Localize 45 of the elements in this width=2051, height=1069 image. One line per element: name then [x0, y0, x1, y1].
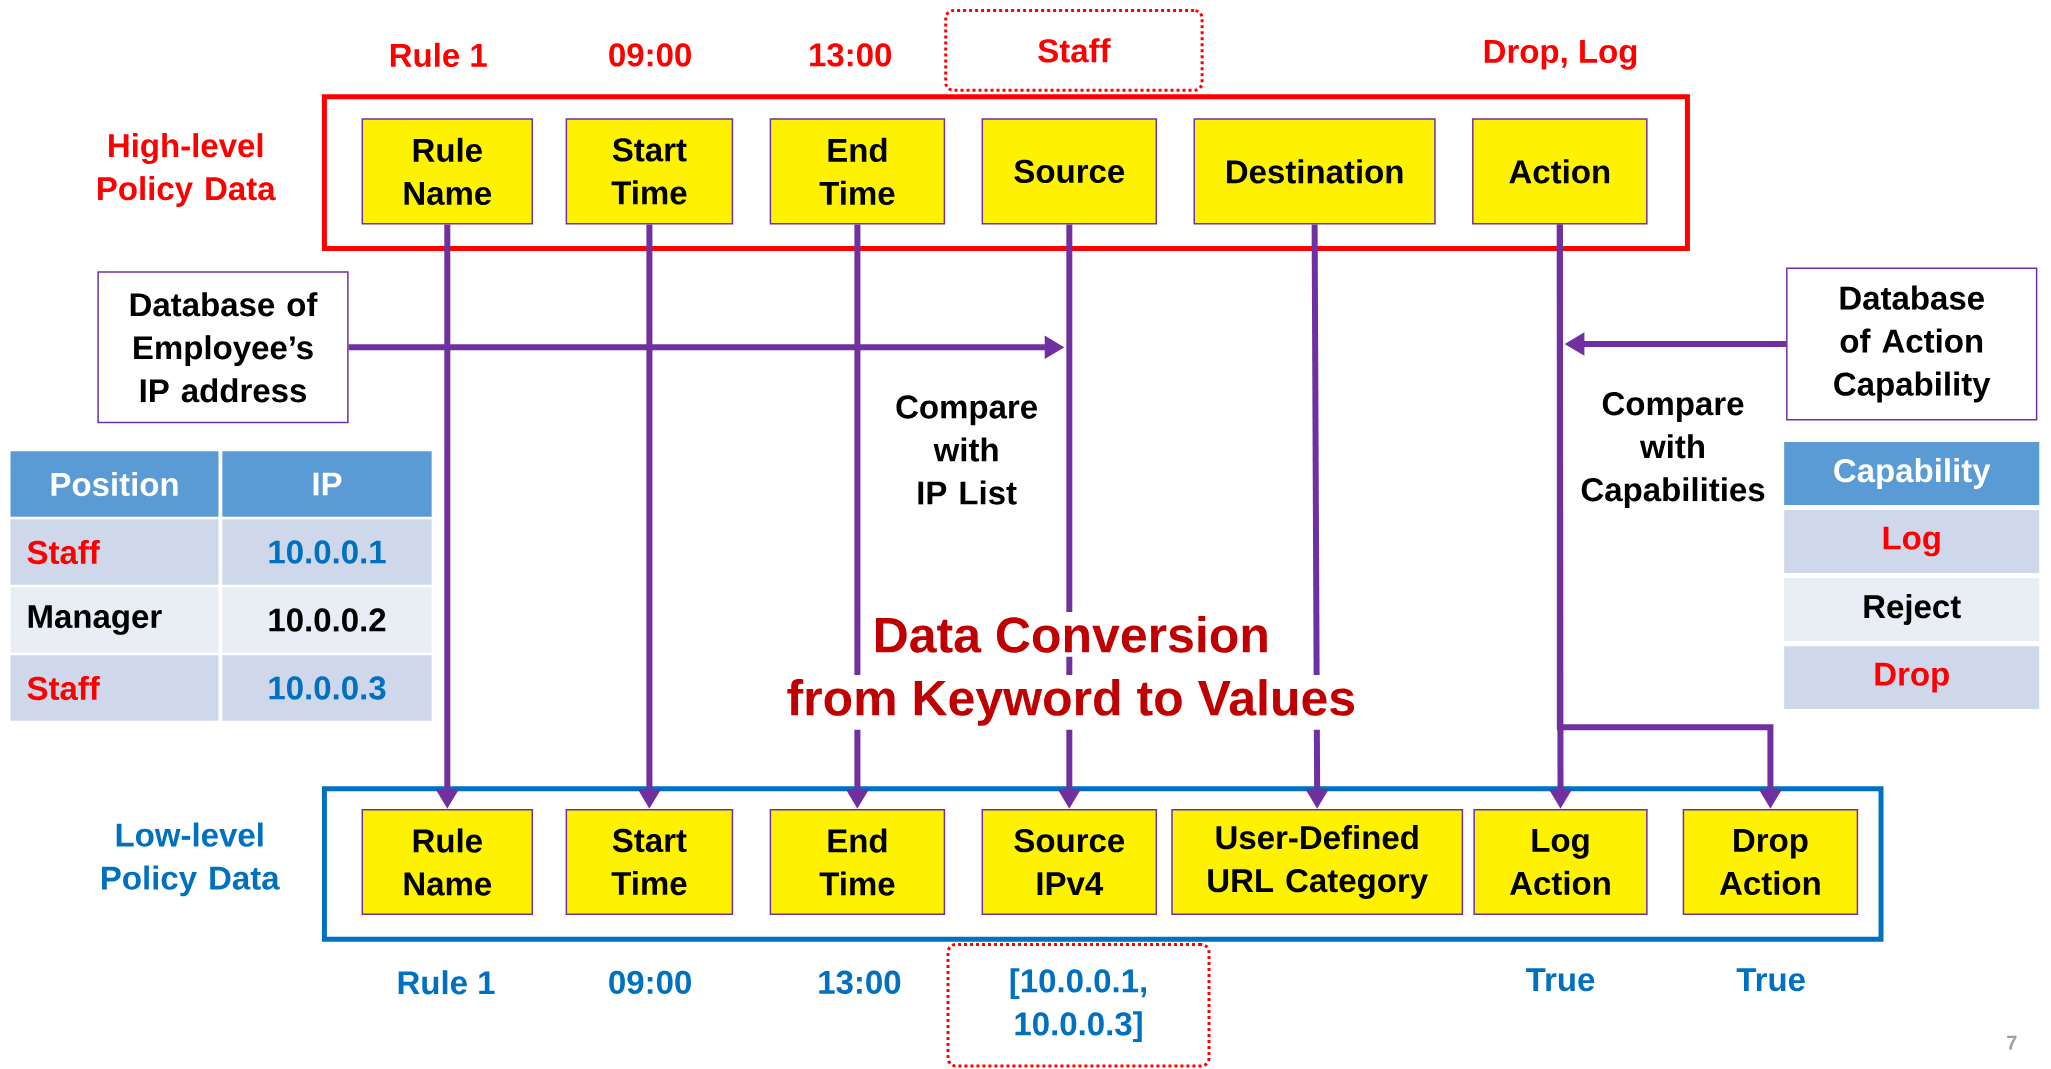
value-text: Rule 1	[390, 42, 487, 68]
heading-text: Data Conversion	[868, 612, 1274, 657]
database-box: Database of Employee’s IP address	[97, 271, 349, 424]
node-label: Low-level Policy Data	[102, 822, 280, 897]
header-cell: Capability	[1784, 442, 2040, 505]
dashed-box: Staff	[944, 9, 1204, 92]
field-box: Rule Name	[361, 808, 534, 916]
value-text: 13:00	[819, 970, 901, 995]
value-text: Drop, Log	[1484, 40, 1637, 70]
value-text: 09:00	[609, 970, 691, 994]
field-box: Source IPv4	[981, 808, 1158, 916]
note-text: Compare with IP List	[896, 395, 1037, 505]
heading-text: from Keyword to Values	[782, 675, 1361, 730]
node-label: High-level Policy Data	[98, 133, 276, 207]
field-box: Drop Action	[1682, 808, 1859, 916]
value-text: True	[1526, 968, 1595, 992]
header-cell: Position	[10, 451, 219, 517]
field-box: Start Time	[565, 808, 734, 916]
table-cell: 10.0.0.1	[222, 519, 432, 585]
table-cell: 10.0.0.3	[222, 655, 432, 721]
table-cell: 10.0.0.2	[222, 587, 432, 653]
field-box: Rule Name	[361, 118, 534, 225]
field-box: Destination	[1193, 118, 1436, 225]
database-box: Database of Action Capability	[1786, 267, 2038, 421]
field-box: User-Defined URL Category	[1171, 808, 1464, 916]
table-cell: Log	[1784, 510, 2040, 573]
table-cell: Reject	[1784, 578, 2040, 641]
header-cell: IP	[222, 451, 432, 517]
field-box: End Time	[769, 808, 946, 916]
table-cell: Staff	[10, 519, 219, 585]
note-text: Compare with Capabilities	[1581, 392, 1765, 508]
field-box: Start Time	[565, 118, 734, 225]
table-cell: Manager	[10, 587, 219, 653]
value-text: 13:00	[810, 43, 892, 67]
table-cell: Staff	[10, 655, 219, 721]
field-box: Log Action	[1473, 808, 1648, 916]
value-text: 09:00	[609, 43, 691, 67]
field-box: Action	[1472, 118, 1648, 225]
field-box: Source	[981, 118, 1158, 225]
table-cell: Drop	[1784, 646, 2040, 709]
value-text: Rule 1	[398, 970, 495, 995]
field-box: End Time	[769, 118, 946, 225]
value-text: True	[1736, 968, 1805, 992]
page-number: 7	[2007, 1035, 2017, 1050]
dashed-box: [10.0.0.1, 10.0.0.3]	[946, 942, 1211, 1068]
